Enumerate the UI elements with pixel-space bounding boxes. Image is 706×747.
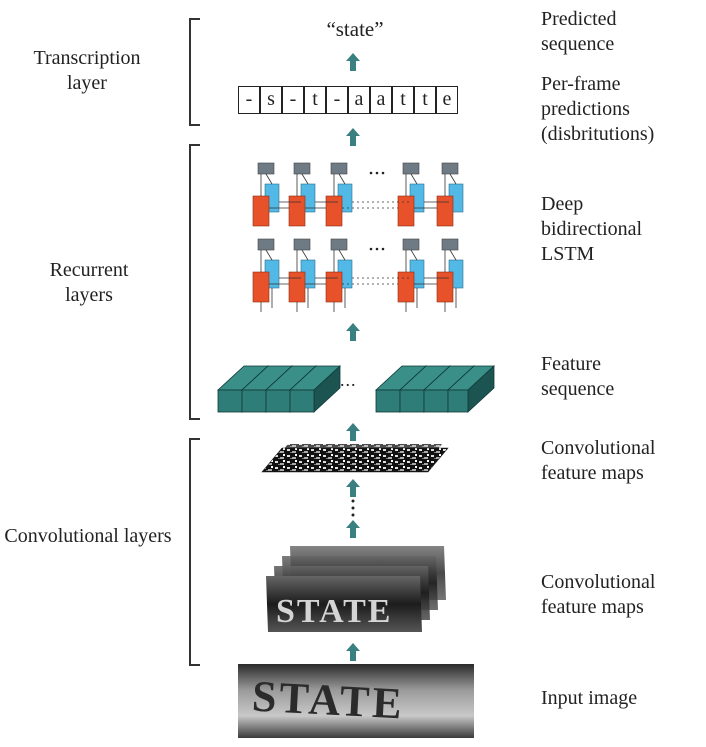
input-image: STATE (238, 664, 474, 738)
frame-cell: t (414, 86, 436, 114)
up-arrow-icon (346, 423, 360, 441)
up-arrow-icon (346, 643, 360, 661)
feature-block-group-left (216, 365, 342, 413)
conv-feature-maps-bottom-label: Convolutional feature maps (541, 571, 656, 618)
input-image-label: Input image (541, 687, 638, 709)
transcription-bracket (189, 18, 200, 126)
predicted-sequence-label: Predicted sequence (541, 8, 617, 55)
feature-sequence-blocks (216, 365, 496, 413)
frame-cell: t (304, 86, 326, 114)
frame-cell: s (260, 86, 282, 114)
feature-block-group-right (374, 365, 496, 413)
up-arrow-icon (346, 323, 360, 341)
recurrent-bracket (189, 144, 200, 420)
frame-cell: a (370, 86, 392, 114)
conv-feature-map-top (261, 444, 449, 473)
per-frame-predictions-label: Per-frame predictions (disbritutions) (541, 73, 655, 145)
frame-cell: e (436, 86, 458, 114)
feature-ellipsis: ... (340, 370, 357, 390)
up-arrow-icon (346, 128, 360, 146)
conv-feature-maps-bottom: STATE (266, 546, 446, 632)
output-word: “state” (326, 17, 384, 41)
frame-cell: a (348, 86, 370, 114)
feature-sequence-label: Feature sequence (541, 353, 615, 400)
per-frame-predictions-row: - s - t - a a t t e (238, 86, 464, 114)
vertical-ellipsis-icon (351, 499, 355, 517)
up-arrow-icon (346, 53, 360, 71)
conv-feature-maps-top-label: Convolutional feature maps (541, 437, 656, 484)
up-arrow-icon (346, 520, 360, 538)
lstm-grid (252, 162, 464, 312)
frame-cell: - (282, 86, 304, 114)
convolutional-layers-label: Convolutional layers (4, 525, 172, 547)
transcription-layer-label: Transcription layer (33, 47, 141, 94)
lstm-row-top (252, 162, 464, 227)
frame-cell: - (326, 86, 348, 114)
feature-map-state-text: STATE (276, 593, 392, 630)
lstm-row-bottom (252, 238, 464, 312)
frame-cell: t (392, 86, 414, 114)
deep-bidirectional-lstm-label: Deep bidirectional LSTM (541, 193, 643, 265)
up-arrow-icon (346, 479, 360, 497)
recurrent-layers-label: Recurrent layers (49, 259, 129, 306)
convolutional-bracket (189, 438, 200, 666)
input-state-text: STATE (251, 672, 406, 729)
frame-cell: - (238, 86, 260, 114)
